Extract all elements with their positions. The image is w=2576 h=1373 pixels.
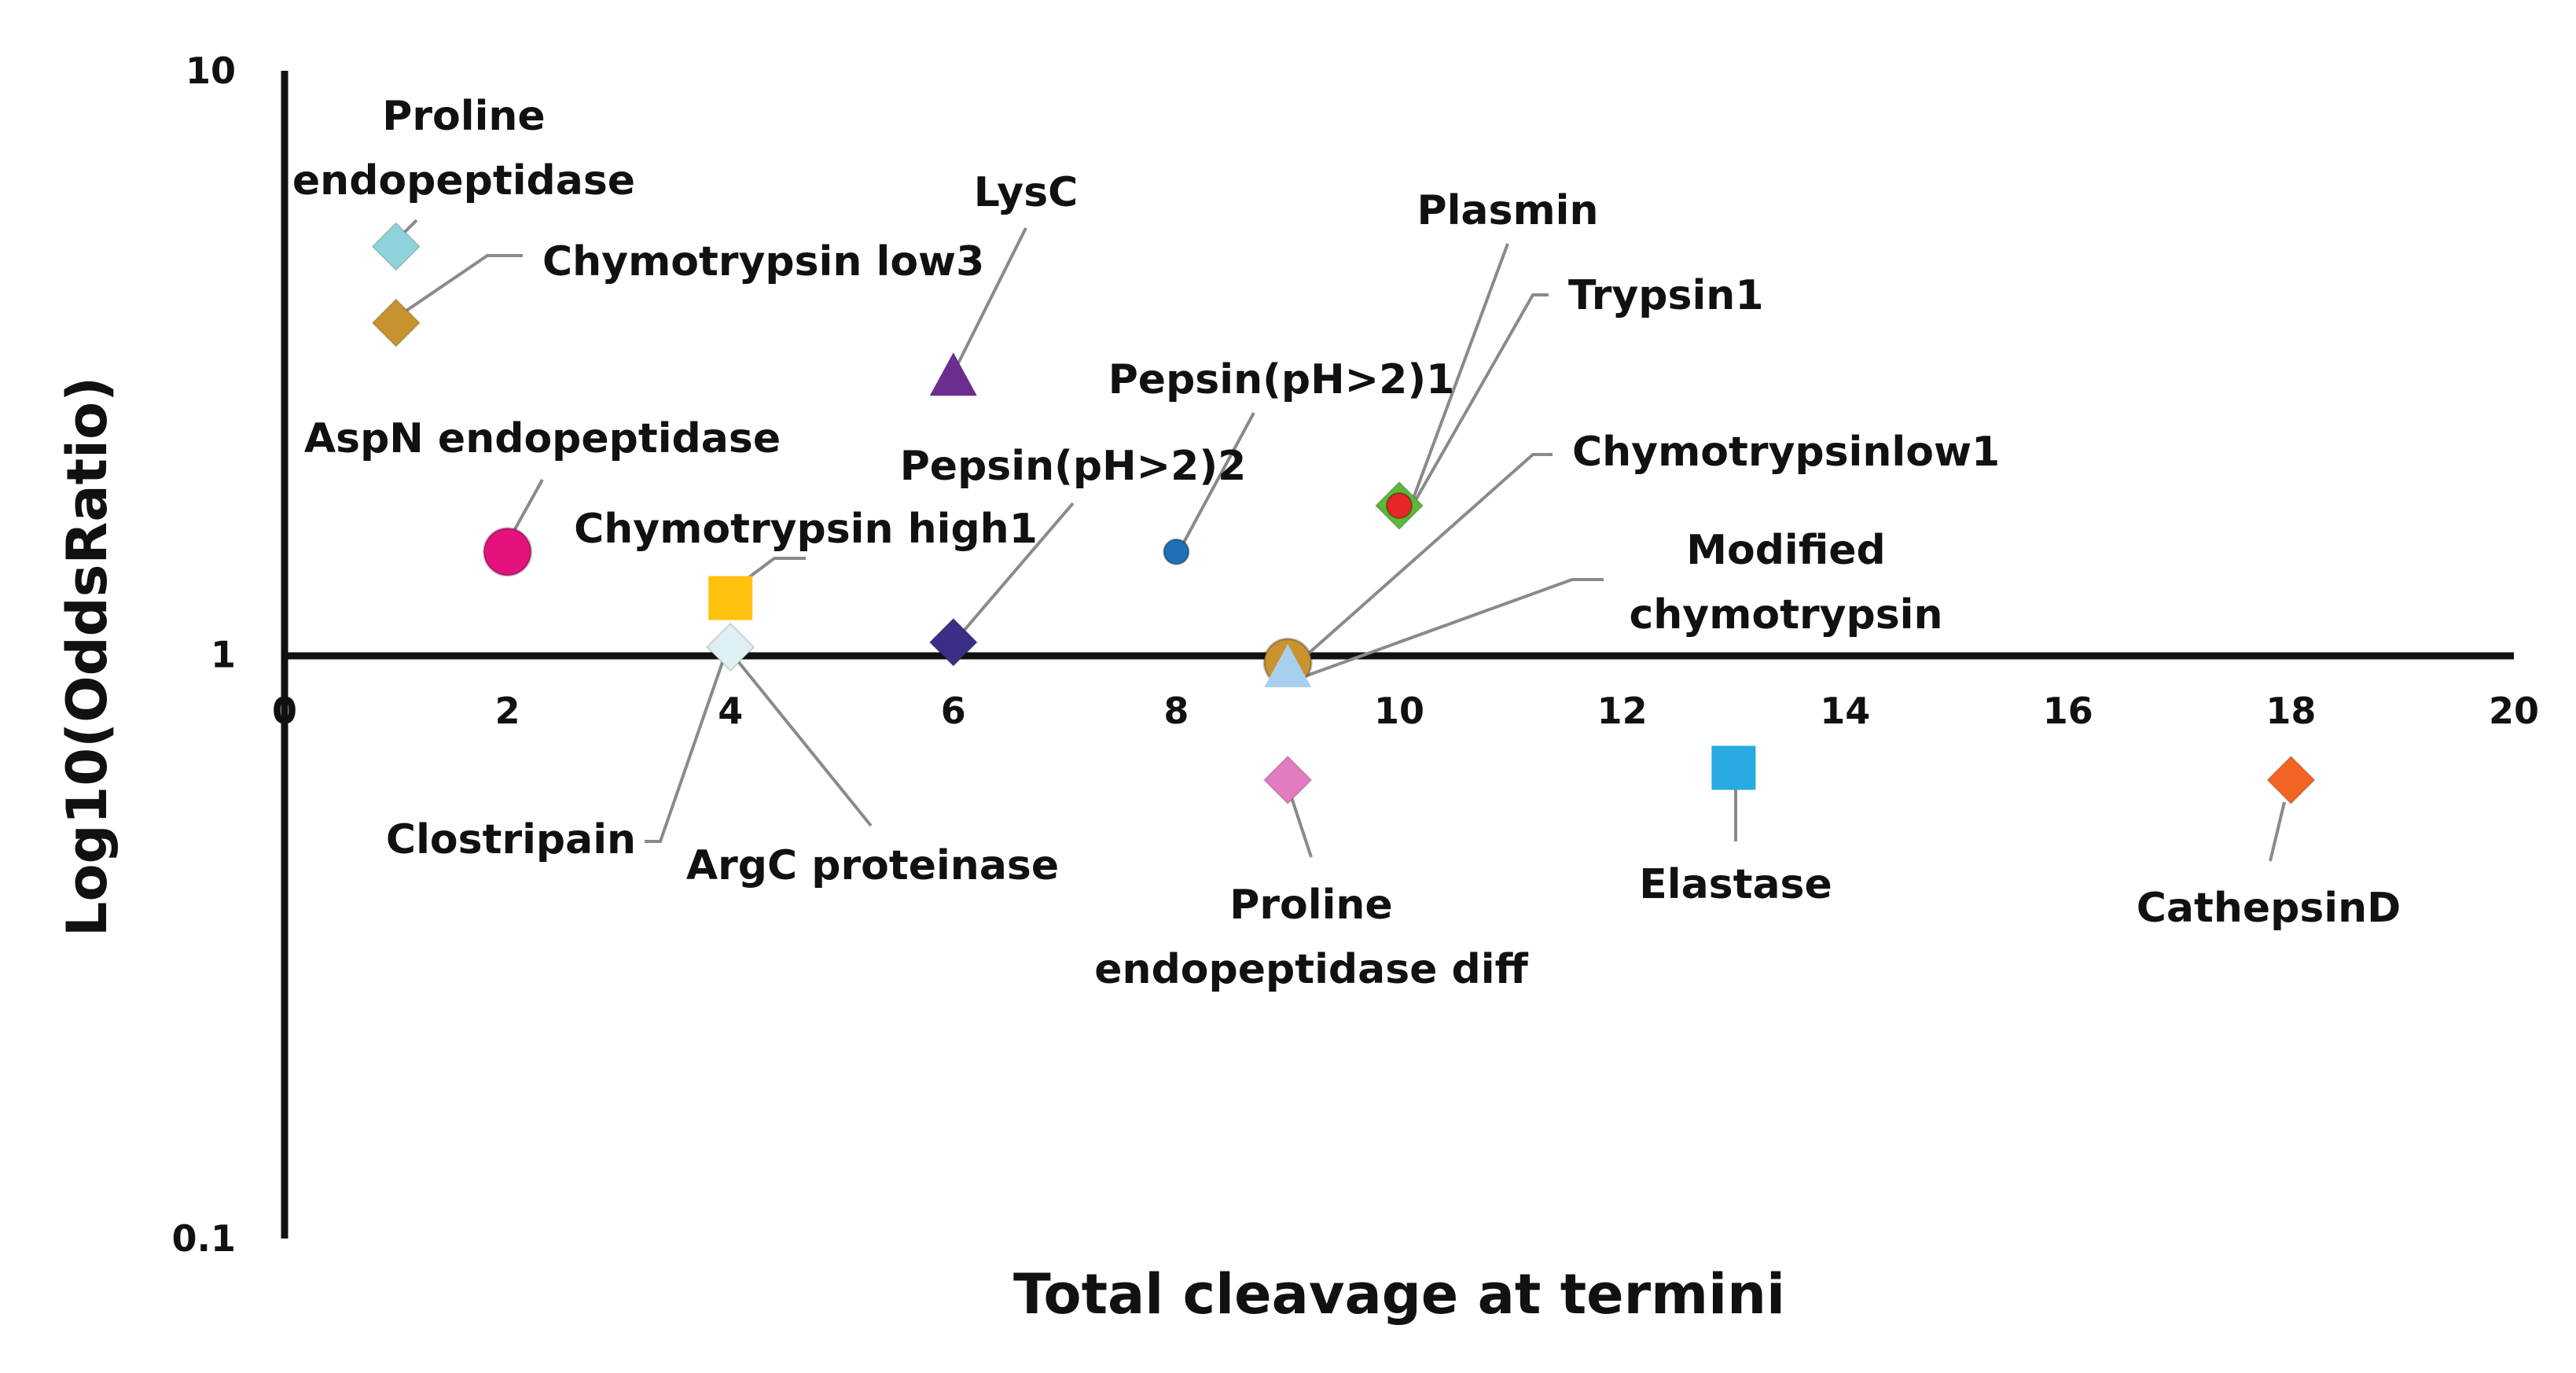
x-tick-label: 18 — [2265, 690, 2316, 732]
x-tick-label: 14 — [1820, 690, 1870, 732]
y-tick-label: 0.1 — [172, 1217, 237, 1260]
data-point — [708, 576, 753, 620]
x-tick-label: 10 — [1374, 690, 1424, 732]
data-point — [371, 298, 421, 348]
data-point — [1264, 644, 1312, 688]
data-label: Chymotrypsinlow1 — [1572, 429, 2000, 476]
x-tick-label: 6 — [941, 690, 966, 732]
data-label: Chymotrypsin high1 — [574, 506, 1038, 553]
data-label: Trypsin1 — [1568, 272, 1764, 319]
leader-line — [1303, 453, 1553, 658]
data-point — [371, 222, 421, 271]
data-point — [929, 352, 977, 396]
leader-line — [1406, 243, 1509, 516]
leader-line — [729, 651, 873, 827]
data-label: Pepsin(pH>2)1 — [1108, 356, 1455, 403]
y-tick-labels: 0.1 1 10 — [172, 50, 237, 1260]
data-point — [705, 622, 755, 672]
y-axis-title: Log10(OddsRatio) — [55, 377, 119, 937]
axes — [281, 71, 2514, 1239]
data-markers — [371, 222, 2316, 805]
x-tick-label: 16 — [2043, 690, 2093, 732]
y-tick-label: 10 — [186, 50, 236, 92]
data-point — [1262, 755, 1313, 805]
x-tick-label: 12 — [1597, 690, 1648, 732]
data-point — [1386, 491, 1413, 519]
data-label: Plasmin — [1417, 187, 1598, 234]
data-label: Pepsin(pH>2)2 — [900, 443, 1247, 490]
leader-line — [645, 648, 729, 843]
label-leader-lines — [388, 219, 2286, 862]
y-tick-label: 1 — [211, 634, 236, 676]
x-tick-label: 0 — [272, 690, 297, 732]
leader-line — [388, 254, 523, 324]
data-point — [1711, 745, 1756, 790]
data-label: Elastase — [1639, 861, 1832, 908]
leader-line — [954, 227, 1027, 370]
data-point — [1163, 538, 1190, 565]
x-tick-label: 20 — [2489, 690, 2539, 732]
leader-line — [1288, 790, 1313, 858]
leader-line — [2269, 801, 2286, 862]
data-label: LysC — [974, 169, 1079, 216]
x-axis-title: Total cleavage at termini — [1013, 1262, 1785, 1327]
x-tick-label: 4 — [718, 690, 743, 732]
data-label: CathepsinD — [2137, 885, 2401, 932]
data-label: ArgC proteinase — [686, 842, 1059, 889]
leader-line — [954, 502, 1075, 642]
data-point — [2265, 755, 2316, 805]
data-label: Clostripain — [386, 816, 636, 863]
x-tick-label: 8 — [1163, 690, 1189, 732]
data-point — [483, 527, 533, 577]
leader-line — [1304, 578, 1604, 678]
leader-line — [1174, 412, 1255, 559]
x-tick-labels: 0 2 4 6 8 10 12 14 16 18 20 — [272, 690, 2539, 732]
data-label: Chymotrypsin low3 — [542, 238, 984, 285]
x-tick-label: 2 — [495, 690, 520, 732]
leader-line — [1406, 293, 1549, 516]
data-point — [928, 617, 979, 668]
data-label: AspN endopeptidase — [304, 415, 781, 462]
